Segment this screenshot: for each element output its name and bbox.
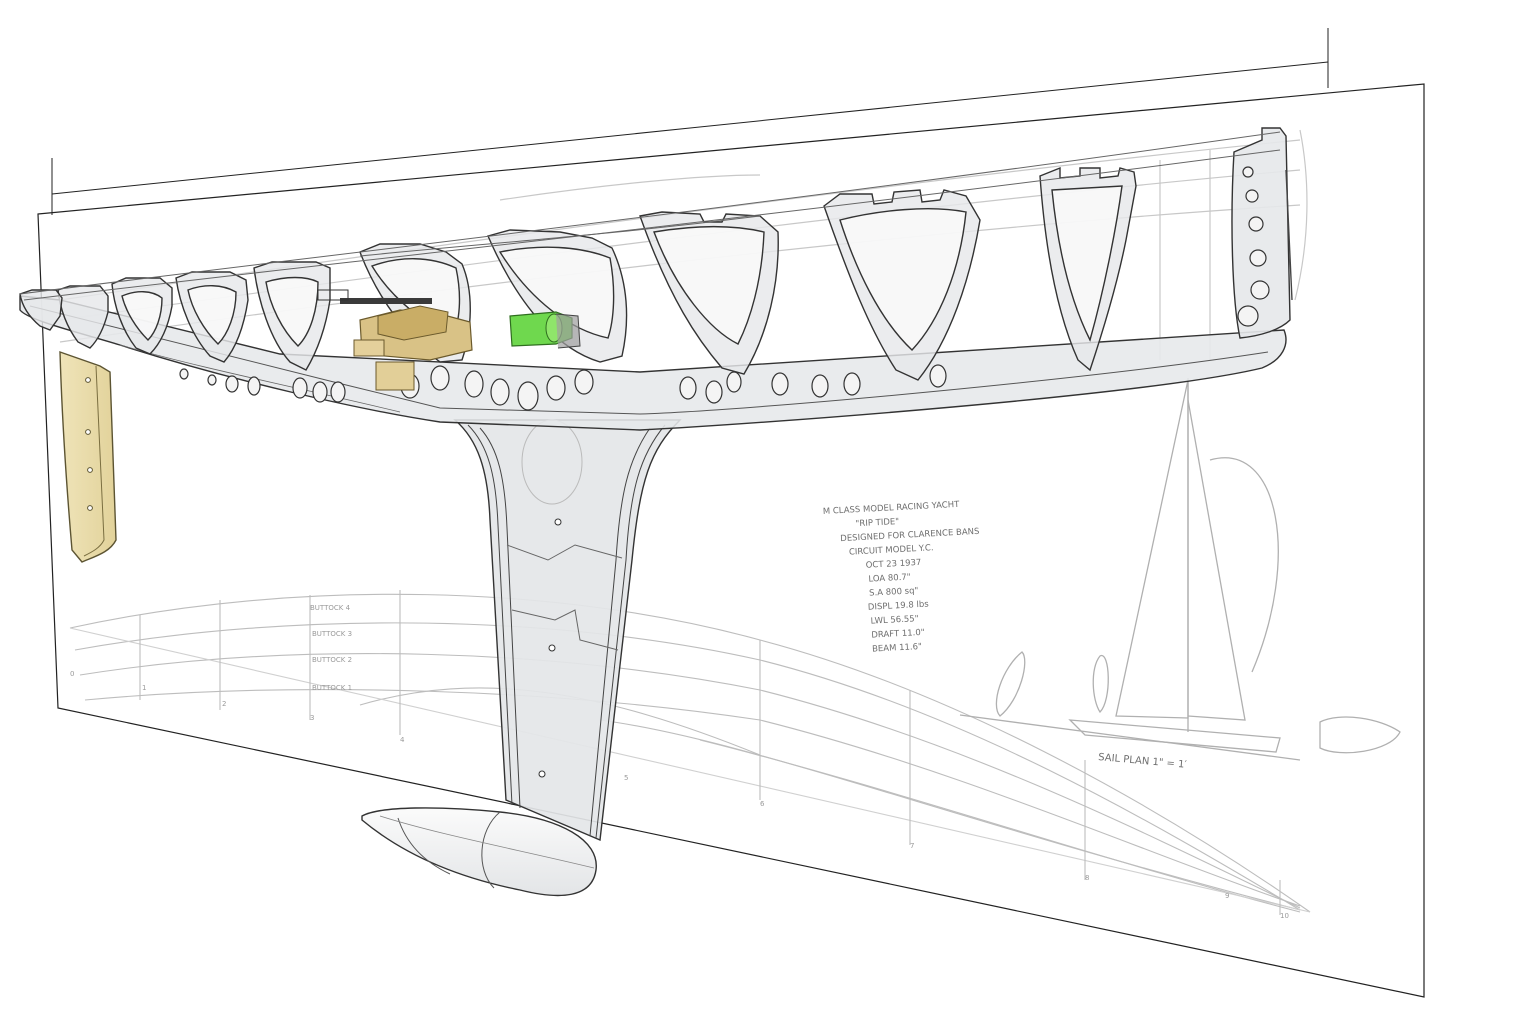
title-line: CIRCUIT MODEL Y.C.: [849, 543, 934, 557]
ballast-bulb: [361, 807, 597, 897]
station-number: 3: [310, 714, 314, 722]
ring-frames: [19, 166, 1137, 381]
keel-fin: [453, 419, 682, 842]
title-line: "RIP TIDE": [855, 517, 899, 529]
buttock-labels: BUTTOCK 4 BUTTOCK 3 BUTTOCK 2 BUTTOCK 1: [310, 604, 352, 692]
station-number: 4: [400, 736, 405, 744]
buttock-label: BUTTOCK 4: [310, 604, 351, 612]
station-number: 2: [222, 700, 226, 708]
ring-frame: [823, 189, 981, 381]
ring-frame: [57, 285, 109, 349]
station-numbers: 0 1 2 3 4 5 6 7 8 9 10: [70, 670, 1289, 920]
station-number: 5: [624, 774, 628, 782]
title-line: BEAM 11.6": [872, 642, 922, 655]
servo-tray: [317, 289, 473, 391]
station-number: 0: [70, 670, 74, 678]
station-number: 1: [142, 684, 146, 692]
rudder: [59, 351, 117, 563]
title-line: DRAFT 11.0": [871, 628, 925, 641]
title-line: DISPL 19.8 lbs: [868, 600, 930, 613]
buttock-label: BUTTOCK 1: [312, 684, 352, 692]
title-line: S.A 800 sq": [869, 586, 919, 599]
half-breadth-plan: [69, 590, 1311, 915]
reference-plane: [37, 28, 1425, 998]
battery-pack: [509, 311, 581, 349]
buttock-label: BUTTOCK 3: [312, 630, 352, 638]
station-number: 10: [1280, 912, 1289, 920]
deck-stringers: [19, 131, 1281, 301]
ring-frame: [487, 229, 628, 363]
buttock-label: BUTTOCK 2: [312, 656, 352, 664]
ring-frame: [253, 261, 331, 371]
ring-frame: [111, 277, 173, 355]
station-number: 8: [1085, 874, 1089, 882]
lightening-holes: [179, 364, 947, 411]
station-number: 9: [1225, 892, 1229, 900]
title-line: OCT 23 1937: [865, 558, 921, 571]
bow-panel: [1231, 127, 1293, 339]
station-number: 6: [760, 800, 765, 808]
title-line: LOA 80.7": [868, 572, 911, 584]
ring-frame: [175, 271, 249, 363]
station-number: 7: [910, 842, 914, 850]
sail-plan-sketch: [959, 378, 1401, 761]
ring-frame: [1039, 166, 1137, 372]
ring-frame: [639, 211, 779, 375]
title-line: LWL 56.55": [870, 614, 919, 627]
